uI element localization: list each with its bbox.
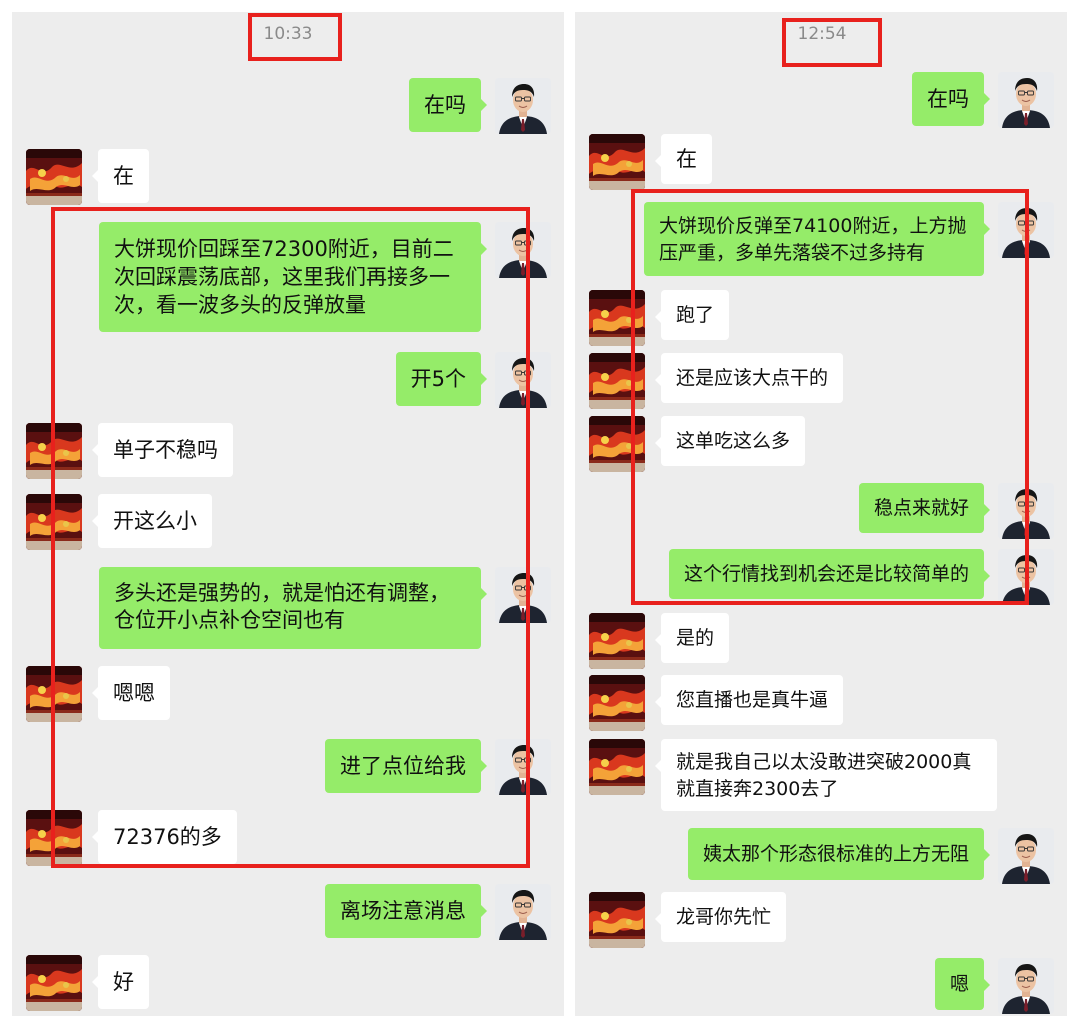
message-bubble[interactable]: 龙哥你先忙: [654, 892, 787, 942]
message-bubble[interactable]: 离场注意消息: [325, 884, 487, 938]
self-avatar[interactable]: [998, 549, 1054, 605]
chat-panel-right: 12:54 在吗 在 大饼现价反弹至74100附近，上方抛压严重，多单先落袋不过…: [575, 12, 1067, 1016]
chat-panel-left: 10:33 在吗 在 大饼现价回踩至72300附近，目前二次回踩震荡底部，这里我…: [12, 12, 564, 1016]
self-avatar[interactable]: [495, 222, 551, 278]
message-bubble[interactable]: 姨太那个形态很标准的上方无阻: [687, 828, 991, 880]
contact-avatar[interactable]: [589, 134, 645, 190]
message-bubble[interactable]: 在: [92, 149, 149, 203]
message-bubble[interactable]: 大饼现价回踩至72300附近，目前二次回踩震荡底部，这里我们再接多一次，看一波多…: [99, 222, 487, 332]
self-avatar[interactable]: [998, 828, 1054, 884]
message-bubble[interactable]: 72376的多: [92, 810, 237, 864]
message-bubble[interactable]: 好: [92, 955, 149, 1009]
message-bubble[interactable]: 这个行情找到机会还是比较简单的: [668, 549, 991, 599]
self-avatar[interactable]: [998, 72, 1054, 128]
timestamp: 10:33: [263, 24, 313, 44]
message-bubble[interactable]: 稳点来就好: [858, 483, 991, 533]
message-bubble[interactable]: 还是应该大点干的: [654, 353, 844, 403]
self-avatar[interactable]: [495, 352, 551, 408]
contact-avatar[interactable]: [26, 423, 82, 479]
message-bubble[interactable]: 进了点位给我: [325, 739, 487, 793]
message-bubble[interactable]: 在吗: [409, 78, 487, 132]
contact-avatar[interactable]: [589, 613, 645, 669]
contact-avatar[interactable]: [26, 666, 82, 722]
self-avatar[interactable]: [998, 202, 1054, 258]
self-avatar[interactable]: [495, 567, 551, 623]
message-bubble[interactable]: 这单吃这么多: [654, 416, 806, 466]
message-bubble[interactable]: 您直播也是真牛逼: [654, 675, 844, 725]
self-avatar[interactable]: [495, 884, 551, 940]
contact-avatar[interactable]: [26, 149, 82, 205]
contact-avatar[interactable]: [26, 810, 82, 866]
self-avatar[interactable]: [495, 739, 551, 795]
message-bubble[interactable]: 单子不稳吗: [92, 423, 233, 477]
contact-avatar[interactable]: [589, 739, 645, 795]
message-bubble[interactable]: 在: [655, 134, 712, 184]
self-avatar[interactable]: [998, 958, 1054, 1014]
contact-avatar[interactable]: [589, 290, 645, 346]
message-bubble[interactable]: 嗯嗯: [92, 666, 170, 720]
message-bubble[interactable]: 就是我自己以太没敢进突破2000真就直接奔2300去了: [655, 739, 997, 811]
message-bubble[interactable]: 在吗: [912, 72, 990, 126]
contact-avatar[interactable]: [589, 675, 645, 731]
message-bubble[interactable]: 嗯: [934, 958, 991, 1010]
message-bubble[interactable]: 开5个: [395, 352, 488, 406]
message-bubble[interactable]: 多头还是强势的，就是怕还有调整，仓位开小点补仓空间也有: [99, 567, 487, 649]
contact-avatar[interactable]: [589, 892, 645, 948]
contact-avatar[interactable]: [26, 955, 82, 1011]
message-bubble[interactable]: 开这么小: [92, 494, 212, 548]
contact-avatar[interactable]: [589, 416, 645, 472]
contact-avatar[interactable]: [26, 494, 82, 550]
message-bubble[interactable]: 跑了: [654, 290, 730, 340]
message-bubble[interactable]: 大饼现价反弹至74100附近，上方抛压严重，多单先落袋不过多持有: [644, 202, 990, 276]
self-avatar[interactable]: [998, 483, 1054, 539]
message-bubble[interactable]: 是的: [654, 613, 730, 663]
contact-avatar[interactable]: [589, 353, 645, 409]
self-avatar[interactable]: [495, 78, 551, 134]
timestamp: 12:54: [797, 24, 847, 44]
